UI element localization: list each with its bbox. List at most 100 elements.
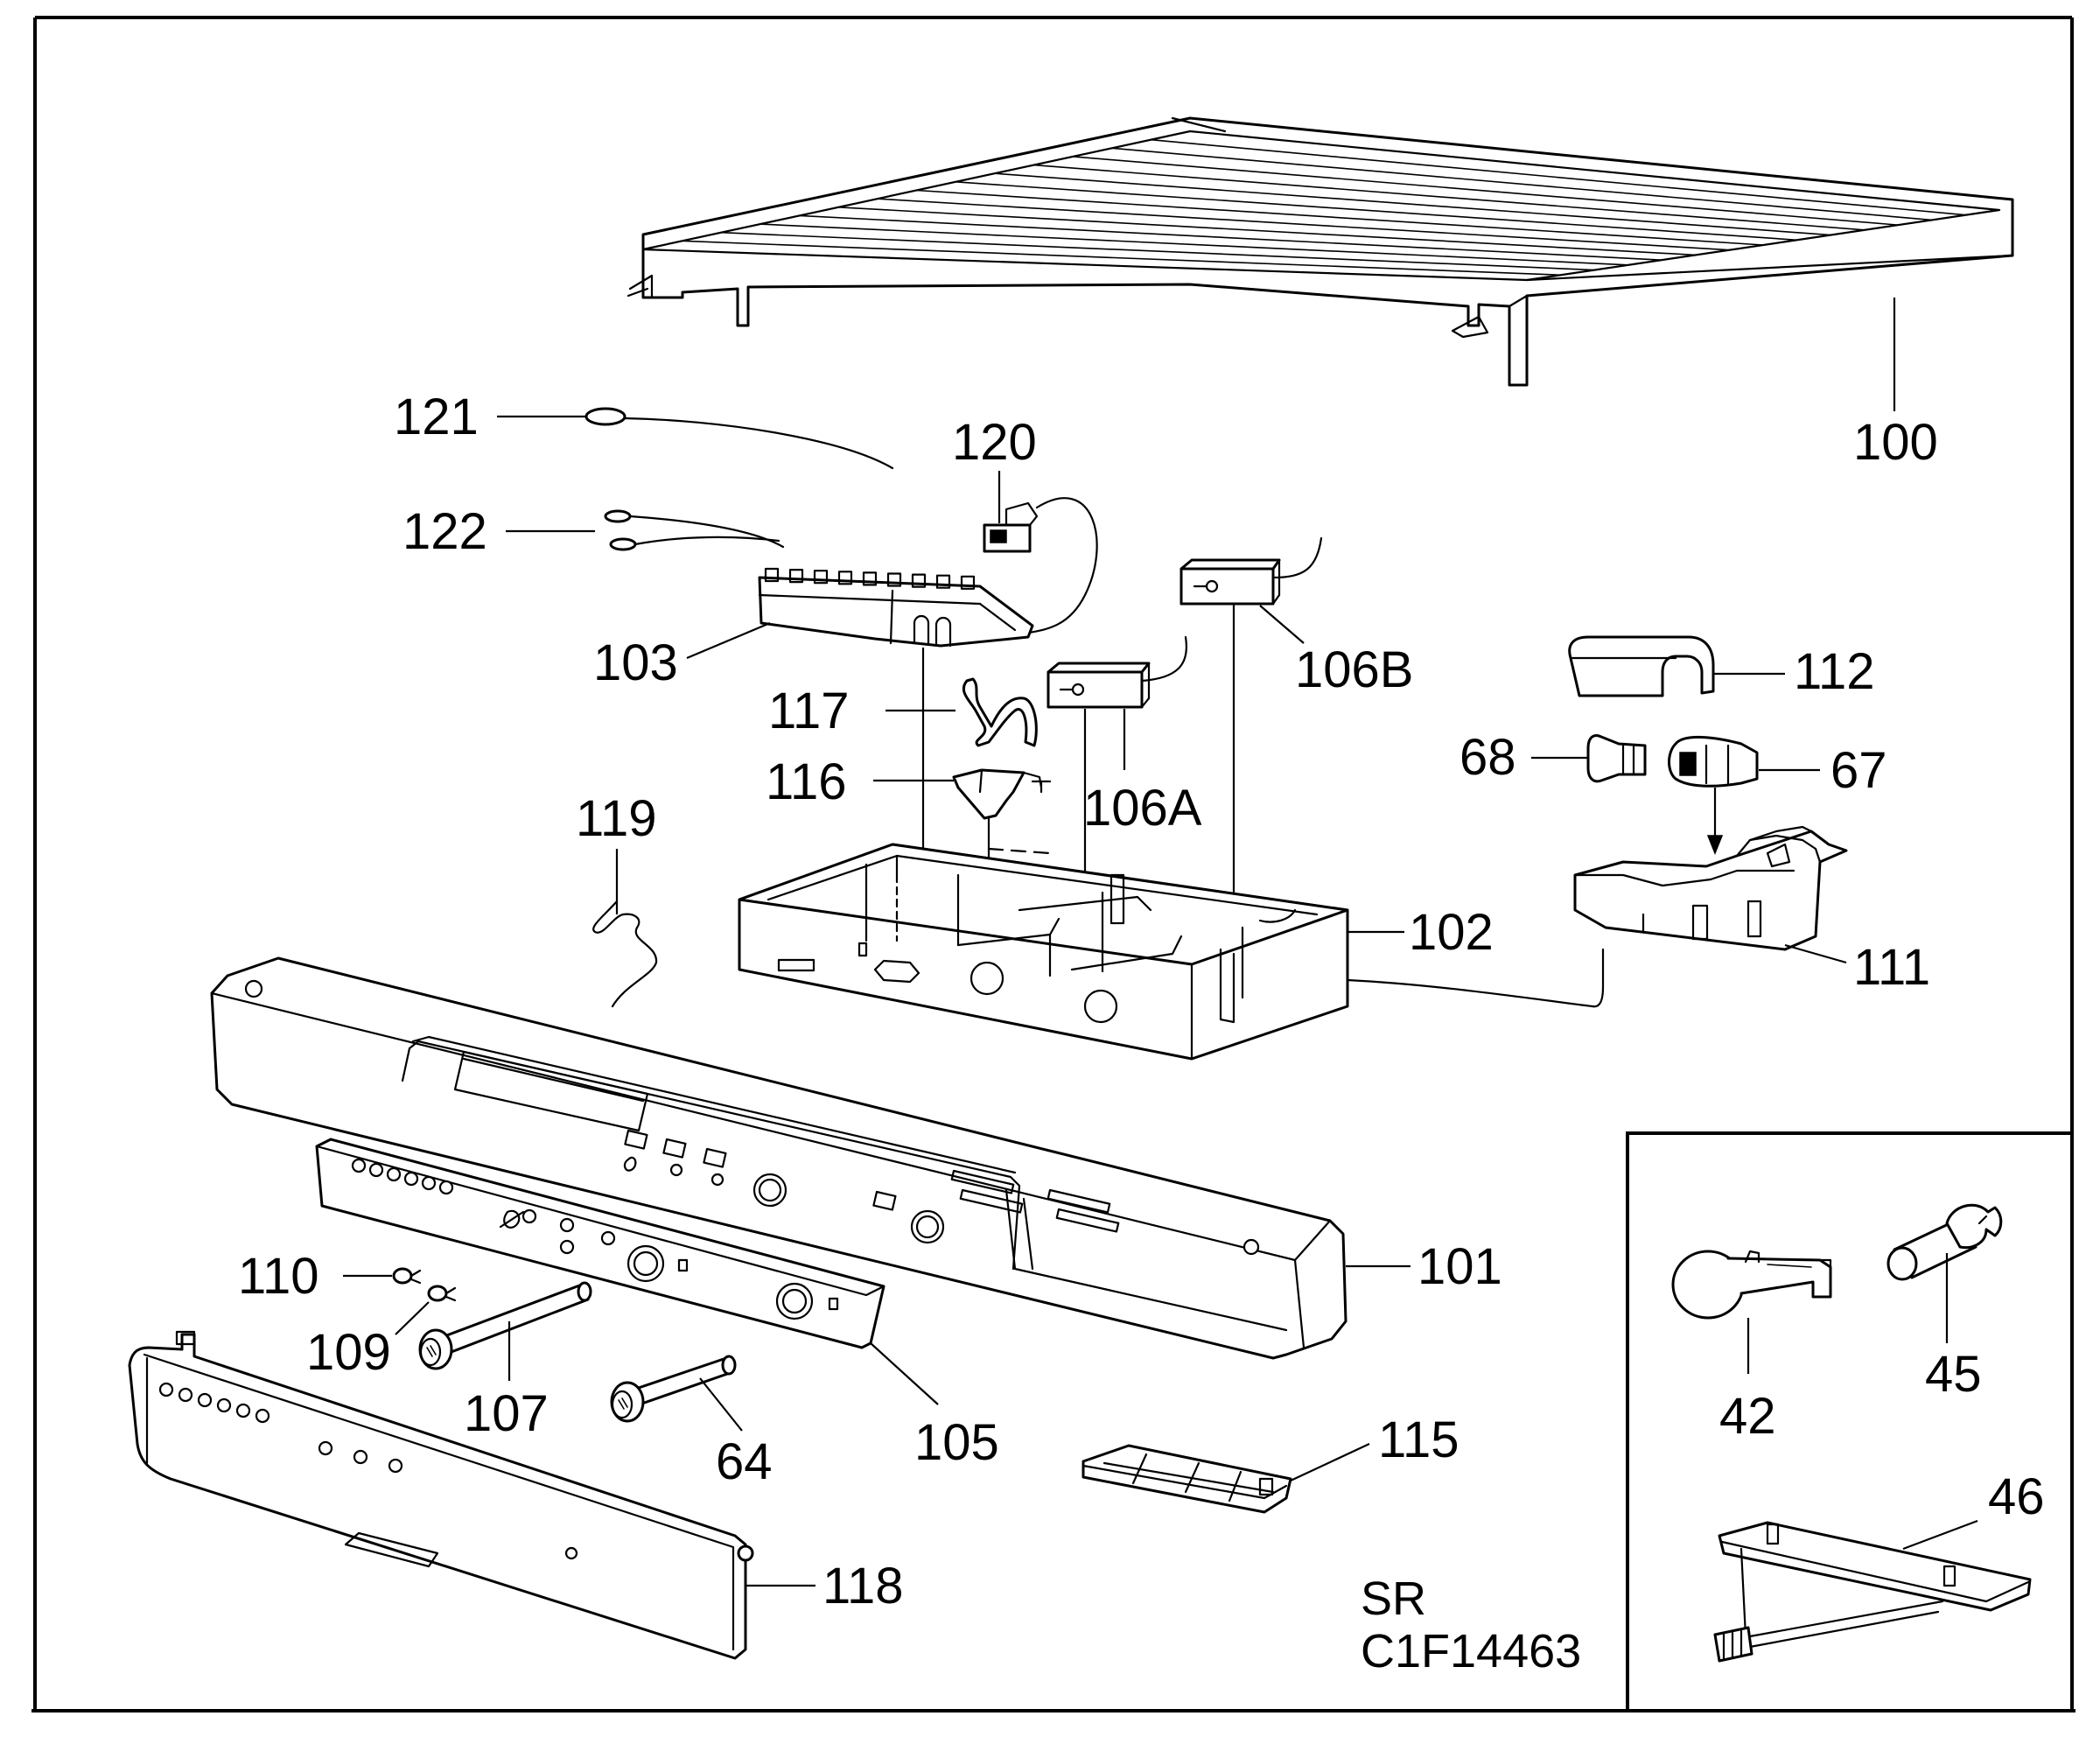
shelf-bar: [798, 214, 1663, 261]
part-spring-clip-117: [962, 677, 1038, 747]
part-shelf-grid: [626, 116, 2014, 387]
drawing-ref-tag: SR: [1361, 1572, 1426, 1625]
indicator-hole: [438, 1180, 454, 1195]
terminal-slot: [788, 568, 804, 584]
callout-121: 121: [394, 389, 479, 445]
callout-122: 122: [402, 503, 487, 560]
part-relay-106A: [1046, 635, 1187, 709]
indicator-hole: [351, 1158, 367, 1173]
callout-107: 107: [464, 1385, 549, 1442]
part-switch-120: [983, 497, 1098, 636]
callout-45: 45: [1925, 1346, 1982, 1403]
part-filter-grid-115: [1082, 1444, 1292, 1514]
callout-101: 101: [1418, 1238, 1502, 1295]
button-hole: [522, 1208, 537, 1224]
part-lamp-housing-111: [1573, 825, 1848, 951]
callout-112: 112: [1794, 643, 1874, 700]
shelf-bar: [877, 198, 1731, 251]
button-hole: [600, 1230, 616, 1246]
terminal-slot: [764, 567, 780, 583]
callout-120: 120: [952, 414, 1037, 471]
callout-64: 64: [716, 1433, 773, 1490]
vent-slot: [1055, 1208, 1120, 1233]
part-bracket-116: [952, 768, 1052, 820]
vent-slot: [950, 1169, 1015, 1194]
indicator-hole: [368, 1162, 384, 1178]
part-lamp-socket-67: [1668, 736, 1759, 788]
terminal-slot: [886, 572, 902, 587]
callout-118: 118: [822, 1558, 903, 1614]
shelf-bar: [1110, 147, 1933, 221]
vent-slot: [1046, 1188, 1111, 1214]
indicator-hole: [158, 1382, 174, 1397]
terminal-slot: [935, 574, 951, 589]
indicator-hole: [178, 1387, 193, 1403]
shelf-bar: [993, 172, 1831, 236]
callout-102: 102: [1409, 904, 1494, 961]
callout-105: 105: [914, 1414, 999, 1471]
shelf-bar: [915, 189, 1764, 246]
shelf-bar: [1032, 164, 1866, 231]
part-bracket-46: [1713, 1521, 2032, 1663]
part-shaft-107: [418, 1281, 592, 1370]
callout-68: 68: [1460, 729, 1516, 786]
callout-46: 46: [1988, 1468, 2045, 1525]
drawing-ref-code: C1F14463: [1361, 1625, 1581, 1677]
terminal-slot: [960, 575, 976, 590]
shelf-bar: [760, 223, 1629, 266]
shelf-bar: [720, 231, 1595, 271]
callout-100: 100: [1853, 414, 1938, 471]
callout-111: 111: [1853, 939, 1930, 996]
button-hole: [388, 1458, 403, 1474]
part-control-box-102: [738, 843, 1349, 1061]
button-hole: [559, 1239, 575, 1255]
button-hole: [353, 1449, 368, 1465]
part-indicator-lamp-110: [392, 1267, 422, 1285]
part-cable-119: [592, 900, 658, 1008]
part-terminal-strip-103: [758, 567, 1034, 648]
callout-115: 115: [1378, 1411, 1459, 1468]
callout-109: 109: [306, 1324, 391, 1381]
part-control-panel-101: [210, 956, 1348, 1360]
callout-103: 103: [593, 634, 678, 691]
indicator-hole: [403, 1171, 419, 1187]
callout-119: 119: [576, 790, 656, 847]
shelf-bar: [681, 240, 1562, 277]
part-shaft-64: [610, 1355, 737, 1423]
part-knob-45: [1886, 1203, 2003, 1281]
inset-frame: [1626, 1131, 2074, 1712]
callout-67: 67: [1830, 742, 1887, 799]
shelf-bar: [1150, 138, 1967, 216]
indicator-hole: [421, 1175, 437, 1191]
part-front-cover-118: [128, 1330, 754, 1660]
terminal-slot: [862, 571, 878, 586]
part-knob-42: [1671, 1250, 1832, 1320]
callout-117: 117: [768, 683, 849, 739]
callout-labels: 121 122 120 100 103 106B 112 117 106A 11…: [238, 389, 2045, 1614]
indicator-hole: [255, 1408, 270, 1424]
terminal-slot: [911, 573, 927, 588]
callout-106B: 106B: [1295, 641, 1413, 698]
shelf-bar: [955, 181, 1798, 242]
terminal-slot: [813, 570, 829, 585]
shelf-bar: [837, 206, 1697, 256]
part-relay-106B: [1180, 536, 1323, 606]
part-bulb-68: [1586, 734, 1647, 783]
part-button-panel-105: [315, 1138, 886, 1349]
button-hole: [559, 1217, 575, 1233]
vent-slot: [959, 1188, 1024, 1214]
button-hole: [318, 1440, 333, 1456]
indicator-hole: [197, 1392, 213, 1408]
callout-42: 42: [1719, 1388, 1776, 1445]
callout-106A: 106A: [1083, 780, 1202, 837]
terminal-slot: [837, 571, 853, 585]
indicator-hole: [216, 1397, 232, 1413]
part-indicator-lamp-109: [427, 1285, 457, 1302]
callout-110: 110: [238, 1248, 318, 1305]
indicator-hole: [235, 1403, 251, 1418]
indicator-hole: [386, 1166, 402, 1182]
part-sensor-wire-121: [584, 407, 894, 470]
shelf-bar: [1072, 156, 1900, 226]
part-lamp-cover-112: [1568, 635, 1715, 697]
